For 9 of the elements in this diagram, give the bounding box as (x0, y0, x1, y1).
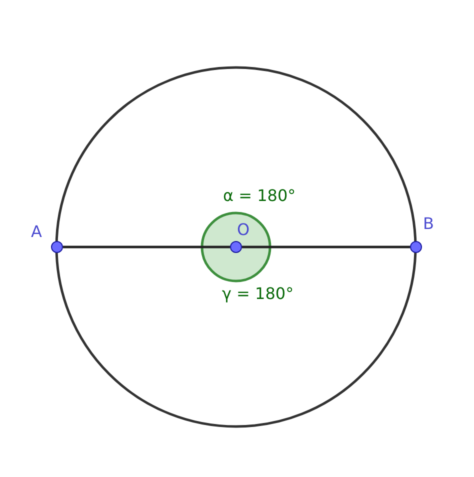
line-segment (242, 246, 410, 248)
angle-label: α = 180° (223, 186, 296, 205)
point-marker (51, 241, 63, 253)
angle-label: γ = 180° (222, 284, 294, 303)
point-label: O (237, 220, 250, 239)
point-marker (410, 241, 422, 253)
line-segment (63, 246, 230, 248)
point-label: B (423, 214, 434, 233)
point-label: A (31, 222, 42, 241)
